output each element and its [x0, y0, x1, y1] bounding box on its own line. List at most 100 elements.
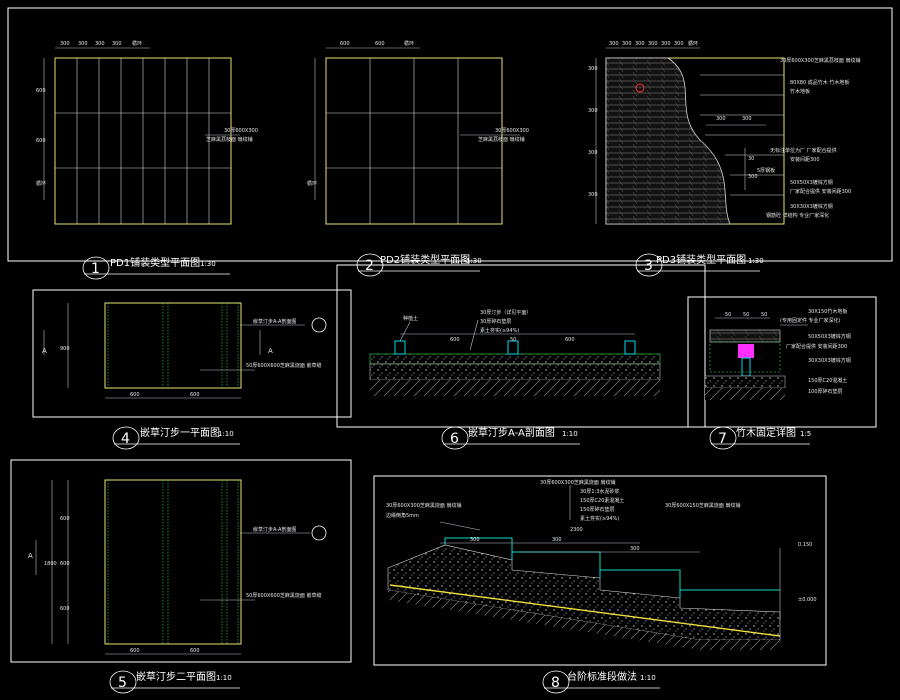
p7-note-1: 30X150竹木地板 [808, 308, 847, 315]
p7-note-5: 30X30X3镀锌方钢 [808, 357, 851, 364]
p5-label-a: A [28, 552, 33, 560]
title-7-text: 竹木固定详图 [736, 426, 796, 439]
p5-note-2: 50厚600X600芝麻黑烧面 嵌草缝 [246, 592, 321, 599]
p5-bottom-2: 600 [190, 648, 200, 654]
pd1-side-1: 600 [36, 88, 46, 94]
p5-side-2: 600 [60, 561, 70, 567]
pd3-mark: 5厚钢板 [757, 167, 775, 174]
pd3-note-6: 50X50X3镀锌方钢 [790, 179, 833, 186]
pd3-note-5: 安装间距300 [790, 156, 820, 163]
p7-dim-1: 50 [725, 312, 731, 318]
pd3-dim-3: 300 [635, 41, 645, 47]
pd1-dim-2: 300 [78, 41, 88, 47]
p6-label-1: 种植土 [403, 315, 418, 322]
pd3-note-4: 无标注单位为厂 厂家配合提供 [770, 147, 837, 154]
pd3-side-2: 300 [588, 108, 598, 114]
pd3-inner-2: 300 [742, 116, 752, 122]
title-2-num: 2 [365, 258, 374, 274]
title-4-scale: 1:10 [218, 430, 234, 438]
pd3-side-3: 300 [588, 150, 598, 156]
p7-note-2: (专用固定件 专业厂家深化) [780, 317, 841, 324]
title-4-num: 4 [121, 431, 130, 447]
p8-note-top-3: 150厚C20素混凝土 [580, 497, 624, 504]
p5-plan [35, 479, 327, 655]
p4-label-a-right: A [268, 347, 273, 355]
title-3-scale: 1:30 [748, 257, 764, 265]
p8-total: 2300 [570, 527, 583, 533]
pd3-note-1: 30厚600X300芝麻黑荔枝面 扇纹铺 [780, 57, 860, 64]
pd2-plan [314, 47, 520, 225]
title-1-scale: 1:30 [200, 260, 216, 268]
annotations: 300 300 300 300 循环 600 600 循环 30厚600X300… [28, 40, 860, 654]
pd3-plan [595, 47, 785, 225]
p7-dim-2: 50 [743, 312, 749, 318]
p8-note-right: 30厚600X150芝麻黑烧面 扇纹铺 [665, 502, 740, 509]
p4-bottom-1: 600 [130, 392, 140, 398]
p6-dim-3: 600 [565, 337, 575, 343]
p7-note-3: 50X50X3镀锌方钢 [808, 333, 851, 340]
pd3-side-1: 300 [588, 66, 598, 72]
panel-frames [7, 7, 893, 666]
title-8-scale: 1:10 [640, 674, 656, 682]
pd1-dim-3: 300 [95, 41, 105, 47]
p8-dim-1: 300 [470, 537, 480, 543]
title-8-num: 8 [551, 675, 560, 691]
title-5-scale: 1:10 [216, 674, 232, 682]
p8-section [387, 485, 781, 650]
p6-dim-1: 600 [450, 337, 460, 343]
frame-p7 [687, 296, 877, 428]
p5-side-main: 1800 [44, 561, 57, 567]
title-6-scale: 1:10 [562, 430, 578, 438]
p7-detail [704, 317, 808, 400]
pd3-note-2: 80X80 成品竹木 竹木地板 [790, 79, 849, 86]
p6-note-3: 素土夯实(≥94%) [480, 327, 519, 334]
title-5-text: 嵌草汀步二平面图 [136, 671, 216, 683]
p7-note-4: 厂家配合提供 安装间距300 [786, 343, 847, 350]
pd3-side-4: 300 [588, 192, 598, 198]
p4-side-main: 900 [60, 346, 70, 352]
p8-dim-3: 300 [630, 546, 640, 552]
p4-bottom-2: 600 [190, 392, 200, 398]
title-6-text: 嵌草汀步A-A剖面图 [468, 426, 555, 439]
p8-note-left-1: 30厚600X300芝麻黑烧面 扇纹铺 [386, 502, 461, 509]
pd3-note-3: 竹木地板 [790, 88, 810, 95]
pd3-note-7: 厂家配合提供 安装间距300 [790, 188, 851, 195]
frame-p4 [32, 289, 352, 418]
p4-note-2: 50厚600X600芝麻黑烧面 嵌草缝 [246, 362, 321, 369]
p7-note-6: 150厚C20混凝土 [808, 377, 847, 384]
title-2-text: PD2铺装类型平面图 [380, 253, 470, 266]
pd1-dim-1: 300 [60, 41, 70, 47]
p8-note-top-5: 素土夯实(≥94%) [580, 515, 619, 522]
pd3-note-9: 钢筋砼 详结构 专业厂家深化 [766, 212, 829, 219]
p7-dim-3: 50 [761, 312, 767, 318]
pd3-dim-6: 300 [674, 41, 684, 47]
pd3-inner-1: 300 [716, 116, 726, 122]
pd3-vert-2: 300 [748, 174, 758, 180]
pd3-dim-2: 300 [622, 41, 632, 47]
p4-label-a-left: A [42, 347, 47, 355]
p5-side-3: 600 [60, 606, 70, 612]
title-7-scale: 1:5 [800, 430, 811, 438]
pd2-dim-1: 600 [340, 41, 350, 47]
pd3-note-8: 30X30X3镀锌方钢 [790, 203, 833, 210]
pd1-side-2: 600 [36, 138, 46, 144]
p7-note-7: 100厚碎石垫层 [808, 388, 843, 395]
frame-p6 [336, 264, 706, 428]
pd2-note-2: 芝麻黑荔枝面 扇纹铺 [478, 136, 525, 143]
p4-plan [43, 302, 327, 399]
p8-note-top-1: 30厚600X300芝麻黑烧面 扇纹铺 [540, 479, 615, 486]
pd2-side-tail: 循环 [307, 180, 317, 187]
title-6-num: 6 [450, 431, 459, 447]
title-3-num: 3 [644, 258, 653, 274]
p6-note-2: 30厚碎石垫层 [480, 318, 511, 325]
pd2-note-1: 30厚600X300 [495, 128, 529, 134]
p5-bottom-1: 600 [130, 648, 140, 654]
pd1-dim-tail: 循环 [132, 40, 142, 47]
p4-note-1: 嵌草汀步A-A剖面图 [253, 318, 296, 325]
p6-section [369, 319, 661, 396]
title-7-num: 7 [718, 431, 727, 447]
title-1-text: PD1铺装类型平面图 [110, 256, 200, 269]
p5-side-1: 600 [60, 516, 70, 522]
pd1-note-2: 芝麻黑荔枝面 扇纹铺 [206, 136, 253, 143]
